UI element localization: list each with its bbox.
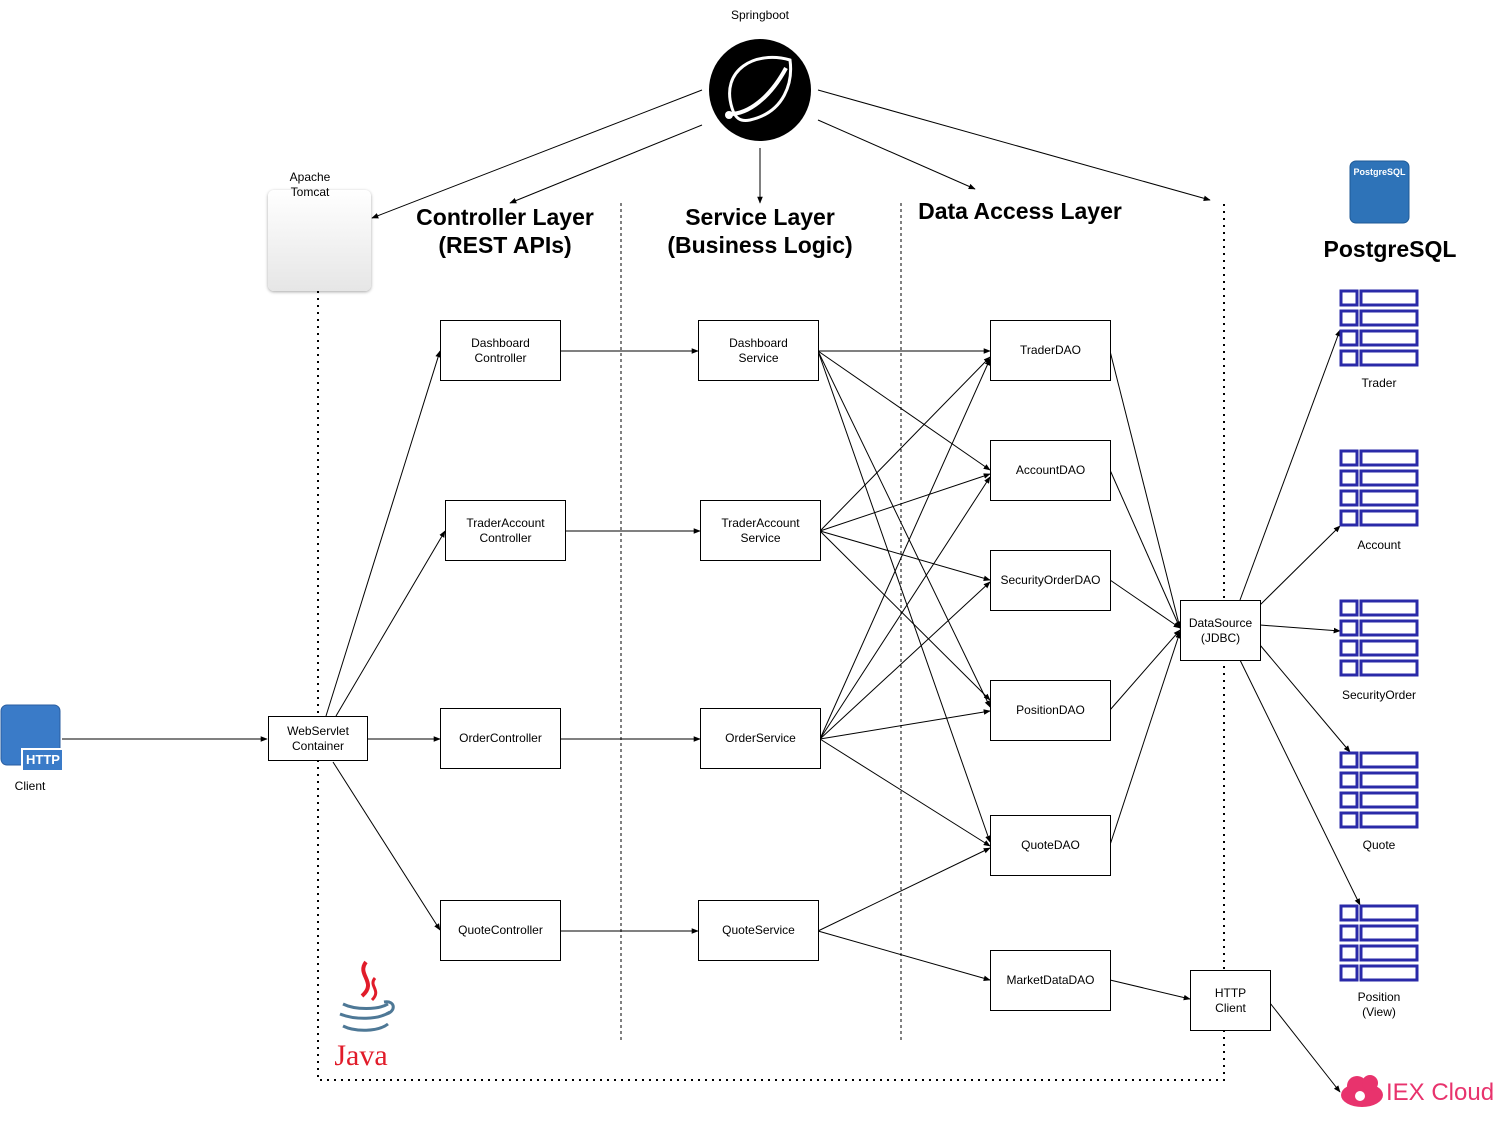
table-account-icon	[1339, 449, 1419, 527]
arrow-tasvc-position	[819, 530, 991, 701]
arrow-dashsvc-position	[817, 350, 991, 708]
table-trader-icon	[1339, 289, 1419, 367]
http-client-icon	[0, 704, 64, 772]
traderaccount-controller-box[interactable]: TraderAccount Controller	[445, 500, 566, 561]
traderaccount-service-box[interactable]: TraderAccount Service	[700, 500, 821, 561]
quote-dao-box[interactable]: QuoteDAO	[990, 815, 1111, 876]
arrow-dashsvc-quote	[817, 350, 991, 843]
arrow-ordersvc-account	[819, 476, 991, 740]
arrow-dashsvc-account	[817, 350, 991, 471]
arrow-quotesvc-marketdata	[817, 930, 991, 981]
webservlet-container-box[interactable]: WebServlet Container	[268, 716, 368, 761]
client-http-badge: HTTP	[26, 752, 60, 767]
iex-cloud-label: IEX Cloud	[1386, 1079, 1495, 1106]
controller-layer-title: Controller Layer (REST APIs)	[416, 204, 594, 258]
trader-dao-box[interactable]: TraderDAO	[990, 320, 1111, 381]
arrow-tasvc-securityorder	[819, 530, 991, 581]
java-label: Java	[334, 1039, 388, 1072]
postgresql-title: PostgreSQL	[1323, 236, 1457, 262]
arrow-webservlet-traderacctctl	[335, 530, 446, 717]
arrow-spring-datasource	[817, 89, 1211, 201]
arrow-securityorder-datasource	[1109, 579, 1181, 629]
java-logo-icon	[339, 960, 395, 1032]
http-client-box[interactable]: HTTP Client	[1190, 970, 1271, 1031]
arrow-datasource-quote	[1259, 644, 1351, 753]
springboot-label: Springboot	[730, 8, 790, 22]
dashboard-controller-box[interactable]: Dashboard Controller	[440, 320, 561, 381]
table-securityorder-icon	[1339, 599, 1419, 677]
arrow-tasvc-trader	[819, 356, 991, 532]
arrow-account-datasource	[1109, 469, 1181, 629]
arrow-httpclient-iex	[1269, 1002, 1341, 1093]
postgresql-badge-icon	[1349, 160, 1410, 224]
arrow-marketdata-httpclient	[1109, 979, 1191, 1001]
quote-service-box[interactable]: QuoteService	[698, 900, 819, 961]
arrow-datasource-account	[1259, 525, 1341, 606]
arrow-position-datasource	[1109, 629, 1181, 711]
arrow-datasource-securityorder	[1259, 624, 1341, 634]
service-layer-title: Service Layer (Business Logic)	[667, 204, 853, 258]
data-access-layer-title: Data Access Layer	[918, 198, 1122, 224]
arrow-ordersvc-securityorder	[819, 581, 991, 740]
iex-cloud-icon	[1341, 1075, 1383, 1107]
tomcat-tile	[268, 190, 371, 291]
arrow-spring-tomcat	[371, 89, 703, 219]
arrow-datasource-trader	[1239, 329, 1341, 601]
arrow-spring-dao	[817, 119, 976, 190]
datasource-box[interactable]: DataSource (JDBC)	[1180, 600, 1261, 661]
arrow-ordersvc-quote	[819, 738, 991, 847]
springboot-logo-icon	[709, 39, 811, 141]
arrow-trader-datasource	[1109, 350, 1182, 629]
db-table-icons	[1339, 289, 1419, 982]
arrow-ordersvc-trader	[819, 358, 991, 740]
arrow-webservlet-dashboardctl	[325, 350, 441, 717]
order-service-box[interactable]: OrderService	[700, 708, 821, 769]
tomcat-label: Apache Tomcat	[289, 170, 331, 199]
table-quote-icon	[1339, 751, 1419, 829]
postgresql-badge-label: PostgreSQL	[1353, 167, 1406, 177]
table-quote-label: Quote	[1362, 838, 1396, 852]
position-dao-box[interactable]: PositionDAO	[990, 680, 1111, 741]
arrow-spring-controller	[509, 124, 703, 204]
table-account-label: Account	[1357, 538, 1401, 552]
client-label: Client	[14, 779, 46, 793]
arrow-datasource-position	[1239, 659, 1361, 906]
securityorder-dao-box[interactable]: SecurityOrderDAO	[990, 550, 1111, 611]
quote-controller-box[interactable]: QuoteController	[440, 900, 561, 961]
table-trader-label: Trader	[1361, 376, 1397, 390]
order-controller-box[interactable]: OrderController	[440, 708, 561, 769]
arrow-quotesvc-quote	[817, 847, 991, 932]
marketdata-dao-box[interactable]: MarketDataDAO	[990, 950, 1111, 1011]
table-position-icon	[1339, 904, 1419, 982]
arrow-ordersvc-position	[819, 709, 991, 740]
connectors	[62, 89, 1361, 1093]
account-dao-box[interactable]: AccountDAO	[990, 440, 1111, 501]
table-securityorder-label: SecurityOrder	[1341, 688, 1417, 702]
dashboard-service-box[interactable]: Dashboard Service	[698, 320, 819, 381]
arrow-webservlet-quotectl	[332, 761, 441, 931]
arrow-tasvc-account	[819, 473, 991, 532]
arrow-quote-datasource	[1109, 631, 1181, 846]
table-position-label: Position (View)	[1357, 990, 1401, 1019]
